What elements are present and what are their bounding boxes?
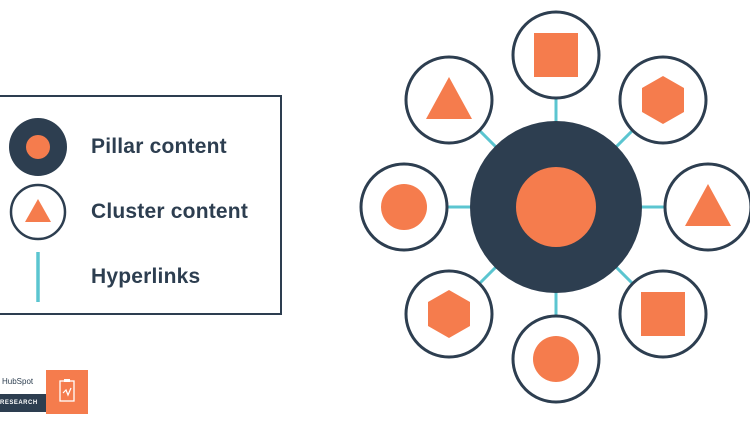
legend-label-cluster: Cluster content <box>91 200 249 223</box>
cluster-node-bottom <box>511 314 601 404</box>
hubspot-research-logo: HubSpot RESEARCH <box>0 370 90 414</box>
hexagon-icon <box>428 290 470 338</box>
cluster-node-right <box>663 162 750 252</box>
legend-row-pillar: Pillar content <box>0 117 280 177</box>
clipboard-icon <box>46 370 88 414</box>
circle-icon <box>533 336 579 382</box>
legend-label-pillar: Pillar content <box>91 135 227 158</box>
cluster-node-top-right <box>618 55 708 145</box>
hexagon-icon <box>642 76 684 124</box>
square-icon <box>641 292 685 336</box>
cluster-icon <box>9 183 67 241</box>
cluster-node-top <box>511 10 601 100</box>
cluster-node-bottom-right <box>618 269 708 359</box>
logo-brand-text: HubSpot <box>2 377 34 386</box>
legend-row-hyperlinks: Hyperlinks <box>0 247 280 307</box>
circle-icon <box>381 184 427 230</box>
triangle-icon <box>685 184 731 226</box>
logo-research-text: RESEARCH <box>0 394 48 412</box>
pillar-inner-circle <box>516 167 596 247</box>
pillar-icon <box>9 118 67 176</box>
triangle-icon <box>426 77 472 119</box>
legend-row-cluster: Cluster content <box>0 182 280 242</box>
cluster-node-bottom-left <box>404 269 494 359</box>
cluster-node-left <box>359 162 449 252</box>
pillar-node <box>470 121 642 293</box>
square-icon <box>534 33 578 77</box>
pillar-cluster-diagram <box>359 10 750 404</box>
hyperlink-icon <box>36 252 40 302</box>
legend-box: Pillar content Cluster content Hyperlink… <box>0 95 282 315</box>
cluster-node-top-left <box>404 55 494 145</box>
legend-label-hyperlinks: Hyperlinks <box>91 265 201 288</box>
